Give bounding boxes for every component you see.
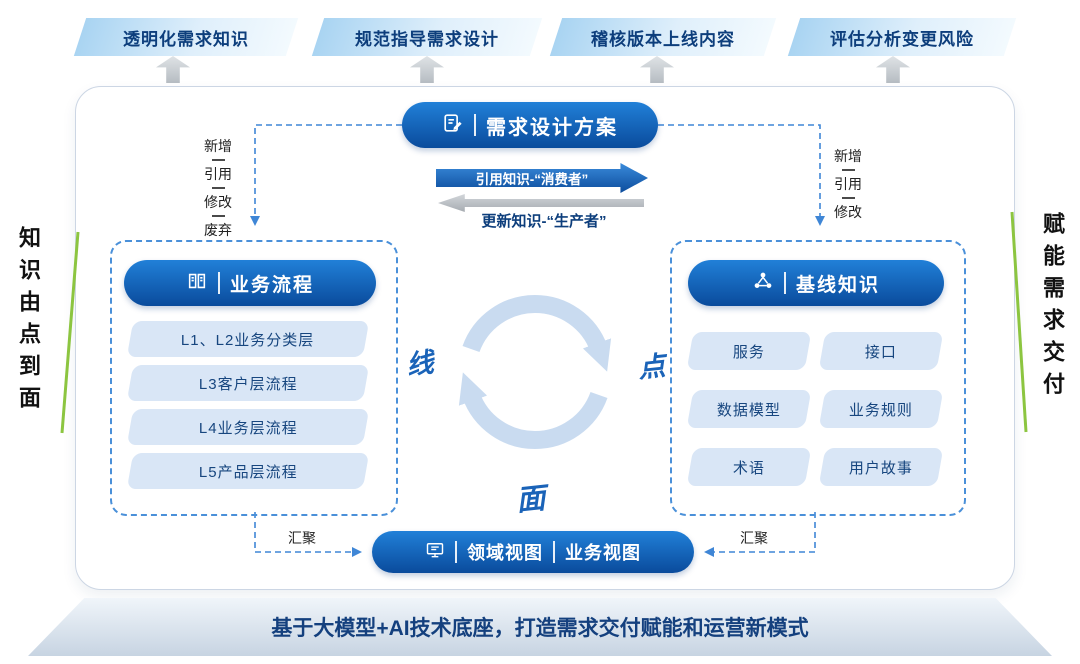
knowledge-item-label: 业务规则 [848, 401, 913, 419]
op-divider [211, 159, 225, 161]
domain-view-label: 领域视图 [467, 543, 543, 563]
knowledge-header-pill: 基线知识 [688, 260, 944, 306]
side-text-right: 赋能需求交付 [1040, 212, 1065, 404]
pill-divider [474, 114, 476, 136]
knowledge-item-label: 数据模型 [716, 401, 781, 419]
side-text-left: 知识由点到面 [16, 226, 41, 418]
pill-divider [455, 541, 457, 563]
op-label: 修改 [204, 194, 232, 210]
knowledge-item-label: 术语 [732, 459, 765, 477]
banner-audit-release: 稽核版本上线内容 [549, 18, 777, 56]
up-arrow-icon [876, 56, 910, 83]
process-item-label: L3客户层流程 [198, 375, 298, 393]
process-title: 业务流程 [229, 274, 314, 296]
knowledge-item: 接口 [818, 332, 944, 370]
process-item: L5产品层流程 [126, 453, 370, 489]
knowledge-item-label: 接口 [864, 343, 897, 361]
banner-assess-risk: 评估分析变更风险 [787, 18, 1017, 56]
network-icon [752, 270, 774, 297]
banner-label: 透明化需求知识 [123, 29, 249, 49]
process-item: L1、L2业务分类层 [126, 321, 370, 357]
knowledge-item-label: 用户故事 [848, 459, 913, 477]
op-divider [211, 215, 225, 217]
monitor-icon [425, 540, 445, 565]
footer-prefix: 基于 [271, 617, 314, 640]
knowledge-item: 数据模型 [686, 390, 812, 428]
process-item-label: L5产品层流程 [198, 463, 298, 481]
left-operations-list: 新增 引用 修改 废弃 [196, 136, 240, 240]
process-item: L4业务层流程 [126, 409, 370, 445]
banner-label: 规范指导需求设计 [355, 29, 499, 49]
op-divider [841, 197, 855, 199]
produce-label: 更新知识-“生产者” [481, 213, 607, 230]
banner-label: 稽核版本上线内容 [591, 29, 735, 49]
converge-label-left: 汇聚 [288, 530, 316, 546]
process-header-pill: 业务流程 [124, 260, 376, 306]
knowledge-item-label: 服务 [732, 343, 765, 361]
cycle-label-surface: 面 [514, 482, 547, 518]
op-label: 引用 [834, 176, 862, 192]
requirement-design-pill: 需求设计方案 [402, 102, 658, 148]
knowledge-item: 术语 [686, 448, 812, 486]
op-label: 新增 [204, 138, 232, 154]
cycle-label-point: 点 [636, 350, 667, 384]
process-item-label: L4业务层流程 [198, 419, 298, 437]
pill-divider [783, 272, 786, 294]
op-label: 废弃 [204, 222, 232, 238]
up-arrow-icon [640, 56, 674, 83]
converge-label-right: 汇聚 [740, 530, 768, 546]
footer-highlight: 大模型+AI [313, 617, 410, 640]
op-label: 修改 [834, 204, 862, 220]
process-item: L3客户层流程 [126, 365, 370, 401]
book-icon [186, 270, 208, 297]
requirement-design-label: 需求设计方案 [486, 116, 618, 139]
up-arrow-icon [410, 56, 444, 83]
op-label: 引用 [204, 166, 232, 182]
up-arrow-icon [156, 56, 190, 83]
cycle-label-line: 线 [404, 347, 436, 381]
process-item-label: L1、L2业务分类层 [181, 331, 315, 349]
right-operations-list: 新增 引用 修改 [826, 146, 870, 222]
knowledge-box [670, 240, 966, 516]
knowledge-item: 用户故事 [818, 448, 944, 486]
process-box [110, 240, 398, 516]
view-pill: 领域视图 业务视图 [372, 531, 694, 573]
pill-divider [553, 541, 555, 563]
compose-icon [442, 112, 464, 139]
op-label: 新增 [834, 148, 862, 164]
knowledge-item: 业务规则 [818, 390, 944, 428]
banner-guide-design: 规范指导需求设计 [311, 18, 543, 56]
consume-label: 引用知识-“消费者” [475, 172, 589, 187]
knowledge-title: 基线知识 [795, 274, 880, 296]
op-divider [211, 187, 225, 189]
knowledge-item: 服务 [686, 332, 812, 370]
footer-suffix: 技术底座，打造需求交付赋能和运营新模式 [409, 617, 809, 640]
banner-transparent-knowledge: 透明化需求知识 [73, 18, 299, 56]
pill-divider [217, 272, 220, 294]
op-divider [841, 169, 855, 171]
banner-label: 评估分析变更风险 [830, 29, 974, 49]
business-view-label: 业务视图 [565, 543, 641, 563]
